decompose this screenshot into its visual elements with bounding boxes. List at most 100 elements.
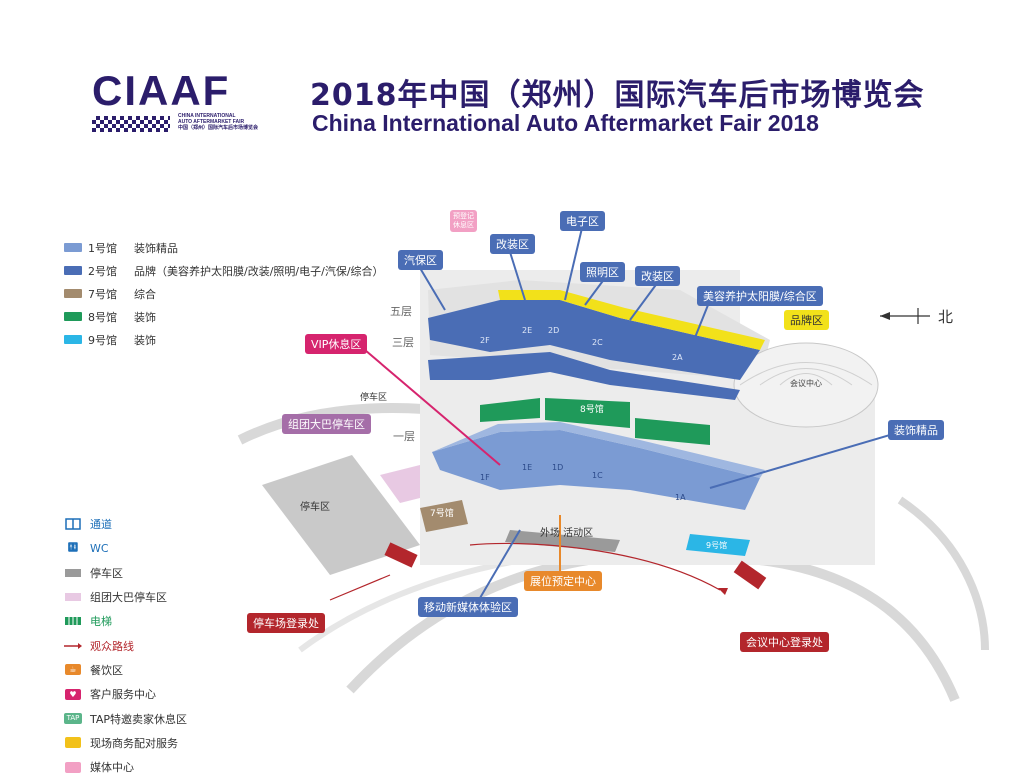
elevator-icon (64, 615, 82, 627)
floor-5-label: 五层 (390, 305, 412, 318)
callout-pre-register: 预登记 休息区 (450, 210, 477, 232)
hall-7-swatch (64, 289, 82, 298)
leader-line (479, 529, 521, 599)
floor-1-label: 一层 (393, 430, 415, 443)
logo-sub-line3: 中国（郑州）国际汽车后市场博览会 (178, 125, 259, 131)
conference-dome (733, 342, 879, 428)
hall-legend: 1号馆 装饰精品 2号馆 品牌（美容养护太阳膜/改装/照明/电子/汽保/综合） … (64, 236, 404, 351)
header: CIAAF CHINA INTERNATIONAL AUTO AFTERMARK… (0, 0, 1024, 150)
callout-conference-registration: 会议中心登录处 (740, 632, 829, 652)
road-curve (897, 496, 989, 651)
logo-text: CIAAF (92, 67, 231, 114)
zone-label-1c: 1C (592, 471, 603, 480)
dining-icon: ☕ (64, 664, 82, 676)
route-arrow-icon (718, 588, 728, 595)
legend-hall-desc: 综合 (134, 287, 156, 301)
pre-register-line2: 休息区 (453, 221, 474, 229)
legend-route: 观众路线 (64, 633, 304, 657)
legend-hall-desc: 装饰精品 (134, 241, 178, 255)
logo-sub-line1: CHINA INTERNATIONAL (178, 113, 236, 119)
hall-8-block (635, 418, 710, 445)
leader-line (364, 349, 501, 466)
leader-line (509, 251, 526, 301)
hall-9-label: 9号馆 (706, 540, 727, 550)
legend-label: 客户服务中心 (90, 688, 156, 702)
pre-register-line1: 预登记 (453, 212, 474, 220)
callout-electronics: 电子区 (560, 211, 605, 231)
hall-1-swatch (64, 243, 82, 252)
hall-8-block (545, 398, 630, 428)
hall-9-block (686, 534, 750, 556)
hall-9-swatch (64, 335, 82, 344)
business-icon (64, 737, 82, 749)
passage-icon (64, 518, 82, 530)
legend-label: 餐饮区 (90, 663, 123, 677)
callout-brand: 品牌区 (784, 310, 829, 330)
callout-booking-center: 展位预定中心 (524, 571, 602, 591)
legend-hall-desc: 装饰 (134, 333, 156, 347)
logo-subtext: CHINA INTERNATIONAL AUTO AFTERMARKET FAI… (178, 113, 270, 131)
hall-1-top (432, 422, 765, 478)
hall-2-upper (428, 300, 760, 380)
dome-line (739, 362, 873, 386)
callout-parking-registration: 停车场登录处 (247, 613, 325, 633)
zone-label-2a: 2A (672, 353, 683, 362)
outdoor-area-label: 外场 活动区 (540, 526, 593, 539)
legend-hall-2: 2号馆 品牌（美容养护太阳膜/改装/照明/电子/汽保/综合） (64, 259, 404, 282)
conference-center-label: 会议中心 (790, 378, 822, 388)
parking-lot-large (262, 455, 420, 575)
legend-tap: TAP TAP特邀卖家休息区 (64, 706, 304, 730)
zone-label-2d: 2D (548, 326, 559, 335)
zone-label-2c: 2C (592, 338, 603, 347)
legend-hall-desc: 装饰 (134, 310, 156, 324)
logo-checker-pattern (92, 116, 170, 132)
wc-icon: 🚻︎ (67, 543, 79, 554)
legend-hall-7: 7号馆 综合 (64, 282, 404, 305)
callout-modify-1: 改装区 (490, 234, 535, 254)
legend-label: 通道 (90, 518, 112, 532)
legend-label: 现场商务配对服务 (90, 736, 178, 750)
legend-wc: 🚻︎ WC (64, 536, 304, 560)
zone-label-1f: 1F (480, 473, 490, 482)
north-label: 北 (938, 308, 954, 326)
legend-hall-name: 1号馆 (88, 241, 117, 255)
legend-business: 现场商务配对服务 (64, 731, 304, 755)
bus-parking-swatch (64, 591, 82, 603)
legend-customer-service: ♥ 客户服务中心 (64, 682, 304, 706)
legend-label: 电梯 (90, 615, 112, 629)
legend-hall-8: 8号馆 装饰 (64, 305, 404, 328)
zone-label-2e: 2E (522, 326, 532, 335)
heart-icon: ♥ (64, 688, 82, 700)
hall-7-block (420, 500, 468, 532)
parking-registration-marker (384, 542, 418, 568)
legend-bus-parking: 组团大巴停车区 (64, 585, 304, 609)
callout-lighting: 照明区 (580, 262, 625, 282)
zone-label-1e: 1E (522, 463, 532, 472)
legend-label: WC (90, 541, 109, 555)
route-line (329, 574, 391, 601)
brand-zone-strip (498, 290, 765, 350)
leader-line (709, 434, 891, 489)
legend-dining: ☕ 餐饮区 (64, 658, 304, 682)
title-chinese: 2018年中国（郑州）国际汽车后市场博览会 (310, 78, 925, 113)
north-arrow-head (880, 312, 890, 320)
dome-line (759, 368, 853, 386)
hall-2-swatch (64, 266, 82, 275)
dome-line (779, 373, 833, 386)
callout-autosave: 汽保区 (398, 250, 443, 270)
legend-hall-9: 9号馆 装饰 (64, 328, 404, 351)
callout-media-experience: 移动新媒体体验区 (418, 597, 518, 617)
tap-icon: TAP (64, 713, 82, 725)
callout-vip: VIP休息区 (305, 334, 368, 354)
ciaaf-logo: CIAAF CHINA INTERNATIONAL AUTO AFTERMARK… (92, 70, 272, 140)
north-indicator: 北 (878, 306, 953, 327)
leader-line (584, 277, 606, 306)
hall-1-block (432, 430, 760, 510)
legend-parking: 停车区 (64, 561, 304, 585)
leader-line (689, 299, 711, 351)
route-arrow-icon (64, 640, 82, 652)
zone-label-1d: 1D (552, 463, 563, 472)
hall-8-block (480, 398, 540, 422)
venue-map: 2F 2E 2D 2C 2A 1F 1E 1D 1C 1A 8号馆 7号馆 9号… (237, 227, 989, 702)
hall-8-swatch (64, 312, 82, 321)
